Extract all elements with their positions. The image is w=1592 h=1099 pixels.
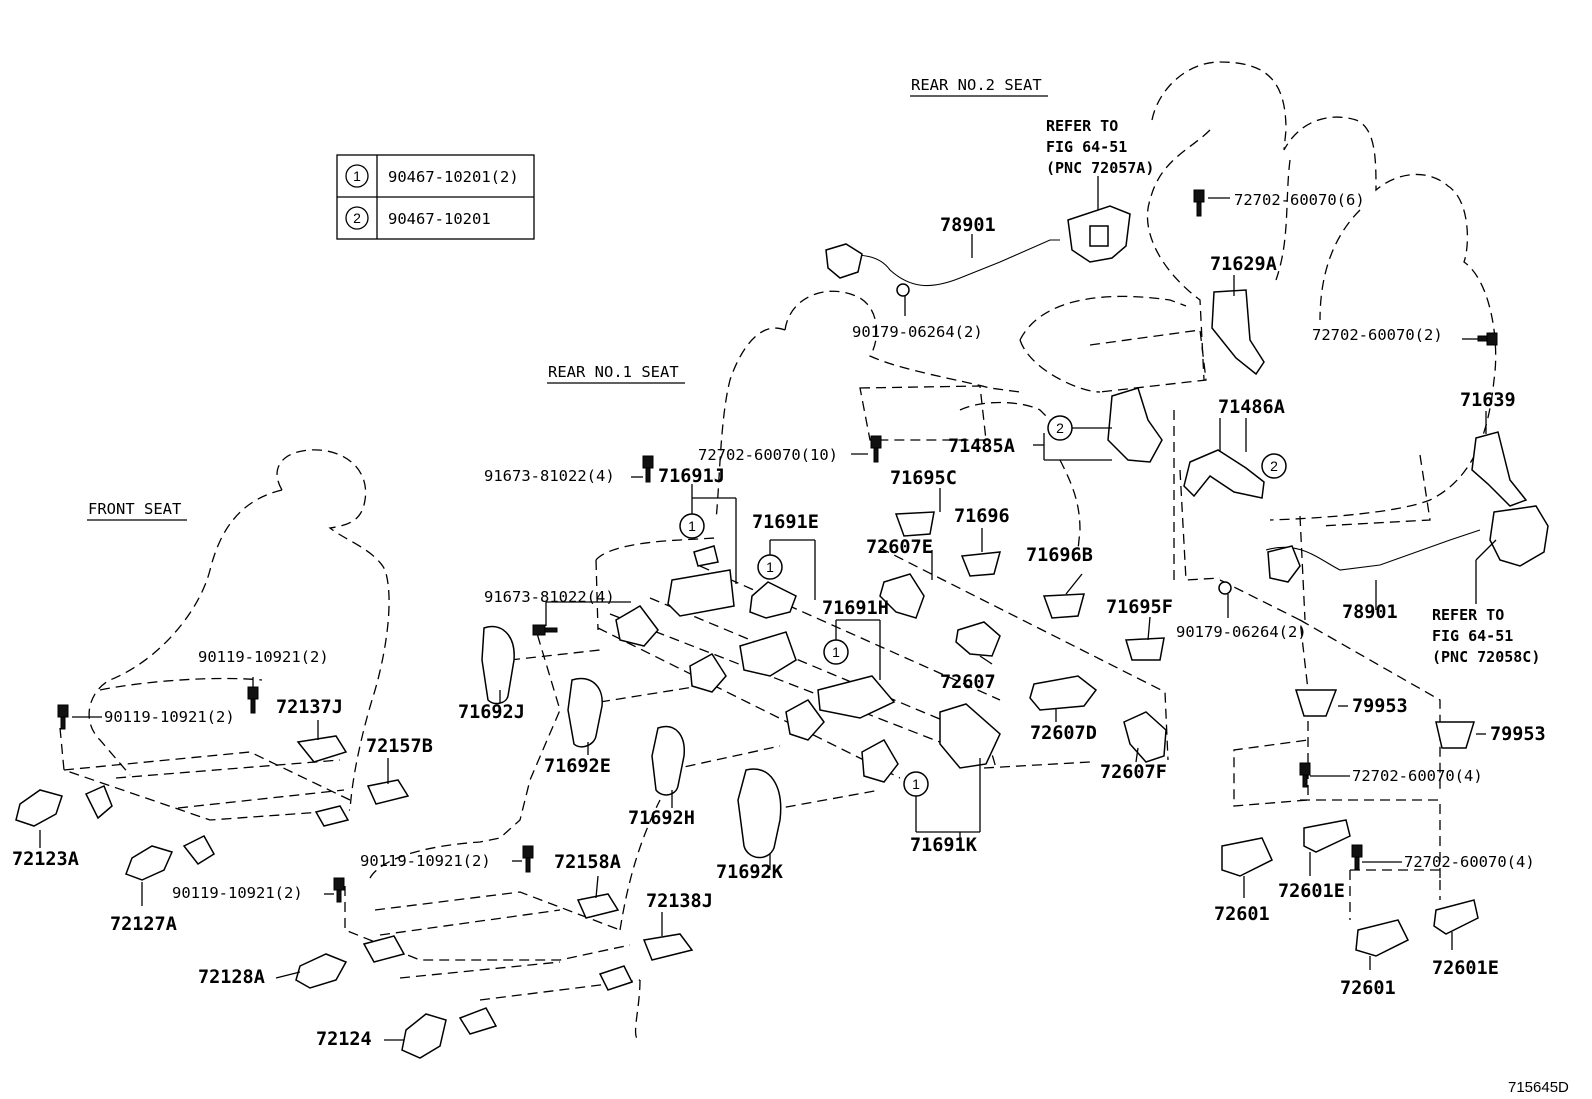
label-71691h: 71691H bbox=[822, 598, 889, 619]
label-91673-81022-a: 91673-81022(4) bbox=[484, 467, 615, 485]
reference-note-72058c: REFER TO FIG 64-51 (PNC 72058C) bbox=[1432, 606, 1540, 666]
label-72601-a: 72601 bbox=[1214, 904, 1270, 925]
callout-circles: 1 1 1 1 2 2 bbox=[679, 415, 1287, 797]
ref-72057a-line2: FIG 64-51 bbox=[1046, 138, 1127, 156]
label-90119-10921-a: 90119-10921(2) bbox=[198, 648, 329, 666]
label-72157b: 72157B bbox=[366, 736, 433, 757]
legend-symbol-1: 1 bbox=[353, 168, 361, 184]
label-90179-06264-mid: 90179-06264(2) bbox=[1176, 623, 1307, 641]
rear-no2-seat-header: REAR NO.2 SEAT bbox=[911, 76, 1042, 94]
label-90179-06264-top: 90179-06264(2) bbox=[852, 323, 983, 341]
label-72702-60070-2: 72702-60070(2) bbox=[1312, 326, 1443, 344]
callout-1-71691j: 1 bbox=[688, 518, 696, 534]
label-71692e: 71692E bbox=[544, 756, 611, 777]
legend-part-2: 90467-10201 bbox=[388, 210, 491, 228]
label-71691e: 71691E bbox=[752, 512, 819, 533]
ref-72058c-line2: FIG 64-51 bbox=[1432, 627, 1513, 645]
ref-72057a-line3: (PNC 72057A) bbox=[1046, 159, 1154, 177]
label-91673-81022-b: 91673-81022(4) bbox=[484, 588, 615, 606]
label-71486a: 71486A bbox=[1218, 397, 1285, 418]
label-72607d: 72607D bbox=[1030, 723, 1097, 744]
label-90119-10921-c: 90119-10921(2) bbox=[360, 852, 491, 870]
rear-no2-seat-outline bbox=[1151, 61, 1497, 521]
label-72601e-a: 72601E bbox=[1278, 881, 1345, 902]
label-71695c: 71695C bbox=[890, 468, 957, 489]
ref-72058c-line3: (PNC 72058C) bbox=[1432, 648, 1540, 666]
callout-2-71486a: 2 bbox=[1270, 458, 1278, 474]
label-78901-top: 78901 bbox=[940, 215, 996, 236]
label-72124: 72124 bbox=[316, 1029, 372, 1050]
ref-72057a-line1: REFER TO bbox=[1046, 117, 1118, 135]
label-71691k: 71691K bbox=[910, 835, 978, 856]
label-79953-b: 79953 bbox=[1490, 724, 1546, 745]
ref-72058c-line1: REFER TO bbox=[1432, 606, 1504, 624]
label-72607e: 72607E bbox=[866, 537, 933, 558]
label-90119-10921-b: 90119-10921(2) bbox=[104, 708, 235, 726]
label-72607: 72607 bbox=[940, 672, 996, 693]
legend-part-1: 90467-10201(2) bbox=[388, 168, 519, 186]
legend-symbol-2: 2 bbox=[353, 210, 361, 226]
label-72127a: 72127A bbox=[110, 914, 177, 935]
rear-no1-seat-header: REAR NO.1 SEAT bbox=[548, 363, 679, 381]
label-72128a: 72128A bbox=[198, 967, 265, 988]
label-72601e-b: 72601E bbox=[1432, 958, 1499, 979]
rear-no1-seat-outline bbox=[784, 290, 1021, 393]
callout-1-71691e: 1 bbox=[766, 559, 774, 575]
label-71692k: 71692K bbox=[716, 862, 784, 883]
label-72123a: 72123A bbox=[12, 849, 79, 870]
label-90119-10921-d: 90119-10921(2) bbox=[172, 884, 303, 902]
label-71485a: 71485A bbox=[948, 436, 1015, 457]
callout-1-71691h: 1 bbox=[832, 644, 840, 660]
callout-2-71485a: 2 bbox=[1056, 420, 1064, 436]
label-78901-mid: 78901 bbox=[1342, 602, 1398, 623]
reference-note-72057a: REFER TO FIG 64-51 (PNC 72057A) bbox=[1046, 117, 1154, 177]
label-79953-a: 79953 bbox=[1352, 696, 1408, 717]
label-72158a: 72158A bbox=[554, 852, 621, 873]
label-71696b: 71696B bbox=[1026, 545, 1093, 566]
label-72138j: 72138J bbox=[646, 891, 713, 912]
label-71692j: 71692J bbox=[458, 702, 525, 723]
label-72601-b: 72601 bbox=[1340, 978, 1396, 999]
legend-table: 1 90467-10201(2) 2 90467-10201 bbox=[336, 154, 535, 240]
label-72702-60070-4b: 72702-60070(4) bbox=[1404, 853, 1535, 871]
label-71696: 71696 bbox=[954, 506, 1010, 527]
label-72702-60070-6: 72702-60070(6) bbox=[1234, 191, 1365, 209]
label-71695f: 71695F bbox=[1106, 597, 1173, 618]
label-72702-60070-4a: 72702-60070(4) bbox=[1352, 767, 1483, 785]
diagram-id: 715645D bbox=[1508, 1079, 1569, 1096]
label-71692h: 71692H bbox=[628, 808, 695, 829]
label-72607f: 72607F bbox=[1100, 762, 1167, 783]
label-72702-60070-10: 72702-60070(10) bbox=[698, 446, 838, 464]
front-seat-header: FRONT SEAT bbox=[88, 500, 181, 518]
part-labels: 78901 90179-06264(2) 72702-60070(6) 7162… bbox=[12, 191, 1546, 1050]
label-72137j: 72137J bbox=[276, 697, 343, 718]
callout-1-71691k: 1 bbox=[912, 776, 920, 792]
label-71639: 71639 bbox=[1460, 390, 1516, 411]
label-71629a: 71629A bbox=[1210, 254, 1277, 275]
label-71691j: 71691J bbox=[658, 466, 725, 487]
front-seat-outline bbox=[276, 449, 390, 811]
